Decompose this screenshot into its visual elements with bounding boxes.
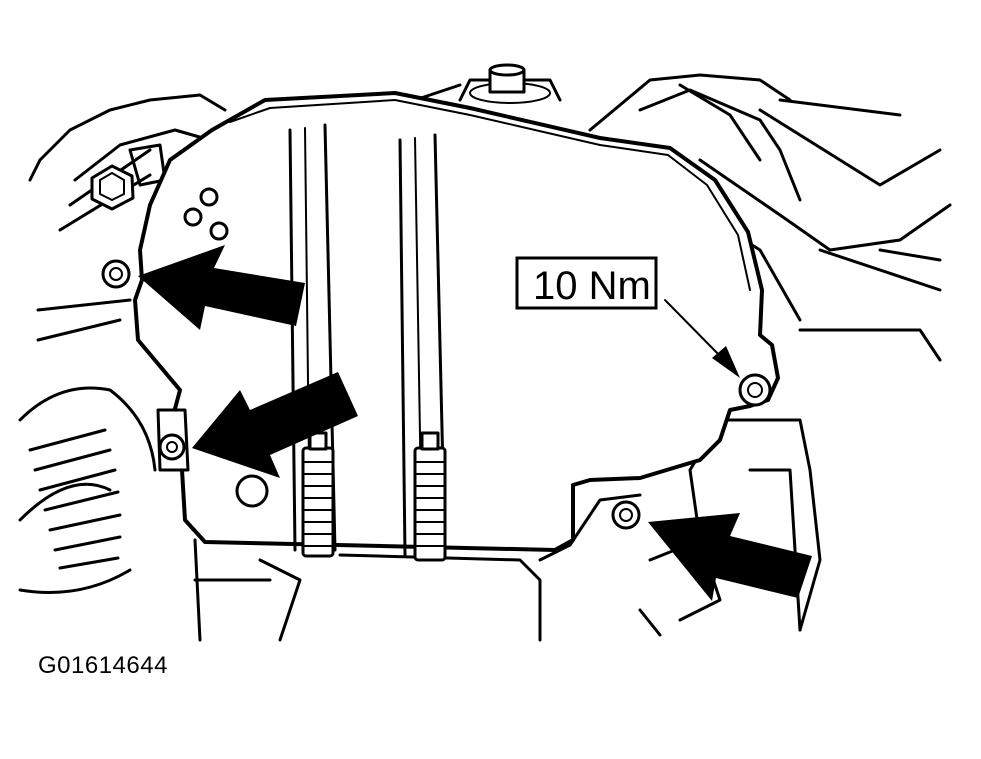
torque-label-box: [515, 256, 658, 310]
bolts: [101, 259, 772, 530]
torque-leader-line: [664, 299, 725, 361]
arrow-upper-left: [138, 245, 305, 330]
arrow-lower-left: [192, 372, 358, 478]
figure-id: G01614644: [38, 652, 168, 679]
hex-nut: [90, 164, 135, 211]
arrow-bottom-right: [648, 513, 812, 601]
bolt-upper-left: [101, 259, 131, 289]
timing-cover: [133, 91, 780, 562]
cover-hole: [209, 221, 229, 241]
bolt-lower-left: [158, 433, 186, 461]
bolt-right: [738, 373, 772, 407]
cover-hole: [199, 187, 219, 207]
threaded-stud-left: [301, 431, 335, 558]
cover-hole: [183, 207, 203, 227]
threaded-studs: [301, 431, 447, 562]
torque-label-text: 10 Nm: [533, 264, 651, 308]
torque-leader-arrowhead: [712, 346, 740, 378]
cover-hole: [235, 474, 269, 508]
pointer-arrows: [138, 245, 812, 601]
threaded-stud-right: [413, 431, 447, 562]
torque-label: 10 Nm: [515, 256, 658, 310]
bolt-bottom: [611, 500, 641, 530]
